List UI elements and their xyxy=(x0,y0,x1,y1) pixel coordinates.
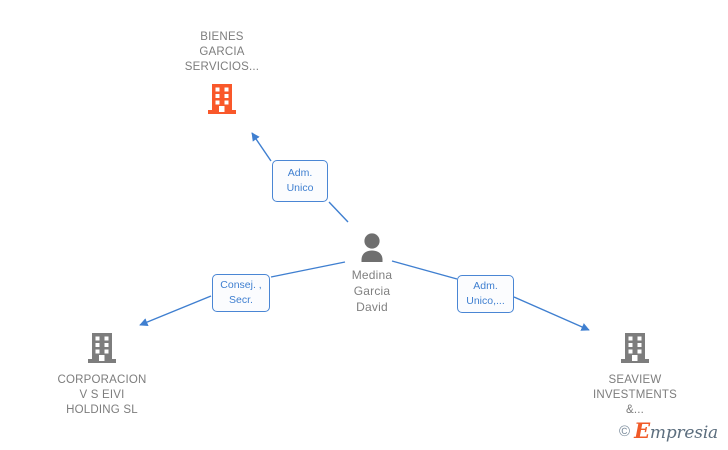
copyright-icon: © xyxy=(619,422,631,440)
node-label-person: Medina Garcia David xyxy=(351,268,393,314)
relation-label-consej-secr-corporacion[interactable]: Consej. , Secr. xyxy=(212,274,270,312)
node-label-corporacion: CORPORACION V S EIVI HOLDING SL xyxy=(57,374,147,416)
node-label-bienes: BIENES GARCIA SERVICIOS... xyxy=(184,31,260,73)
person-icon xyxy=(297,232,447,264)
node-company-corporacion[interactable]: CORPORACION V S EIVI HOLDING SL xyxy=(27,330,177,418)
node-company-seaview[interactable]: SEAVIEW INVESTMENTS &... xyxy=(560,330,710,418)
edge-person-to-seaview-upper xyxy=(391,260,458,280)
brand-name: Empresia xyxy=(634,420,718,442)
building-icon xyxy=(27,330,177,366)
brand-initial: E xyxy=(634,418,650,443)
building-icon xyxy=(147,81,297,117)
brand-rest: mpresia xyxy=(649,423,718,443)
edge-person-to-corporacion-upper xyxy=(270,261,346,278)
relation-label-adm-unico-seaview[interactable]: Adm. Unico,... xyxy=(457,275,514,313)
edge-person-to-corporacion-lower xyxy=(139,295,212,327)
empresia-watermark: © Empresia xyxy=(619,420,718,442)
edge-person-to-bienes-upper xyxy=(251,132,272,162)
node-label-seaview: SEAVIEW INVESTMENTS &... xyxy=(593,374,677,416)
edge-person-to-seaview-lower xyxy=(513,296,590,331)
node-person-medina-garcia-david[interactable]: Medina Garcia David xyxy=(297,232,447,315)
edge-person-to-bienes-lower xyxy=(328,201,349,223)
relation-label-adm-unico-bienes[interactable]: Adm. Unico xyxy=(272,160,328,202)
node-company-bienes[interactable]: BIENES GARCIA SERVICIOS... xyxy=(147,30,297,117)
building-icon xyxy=(560,330,710,366)
